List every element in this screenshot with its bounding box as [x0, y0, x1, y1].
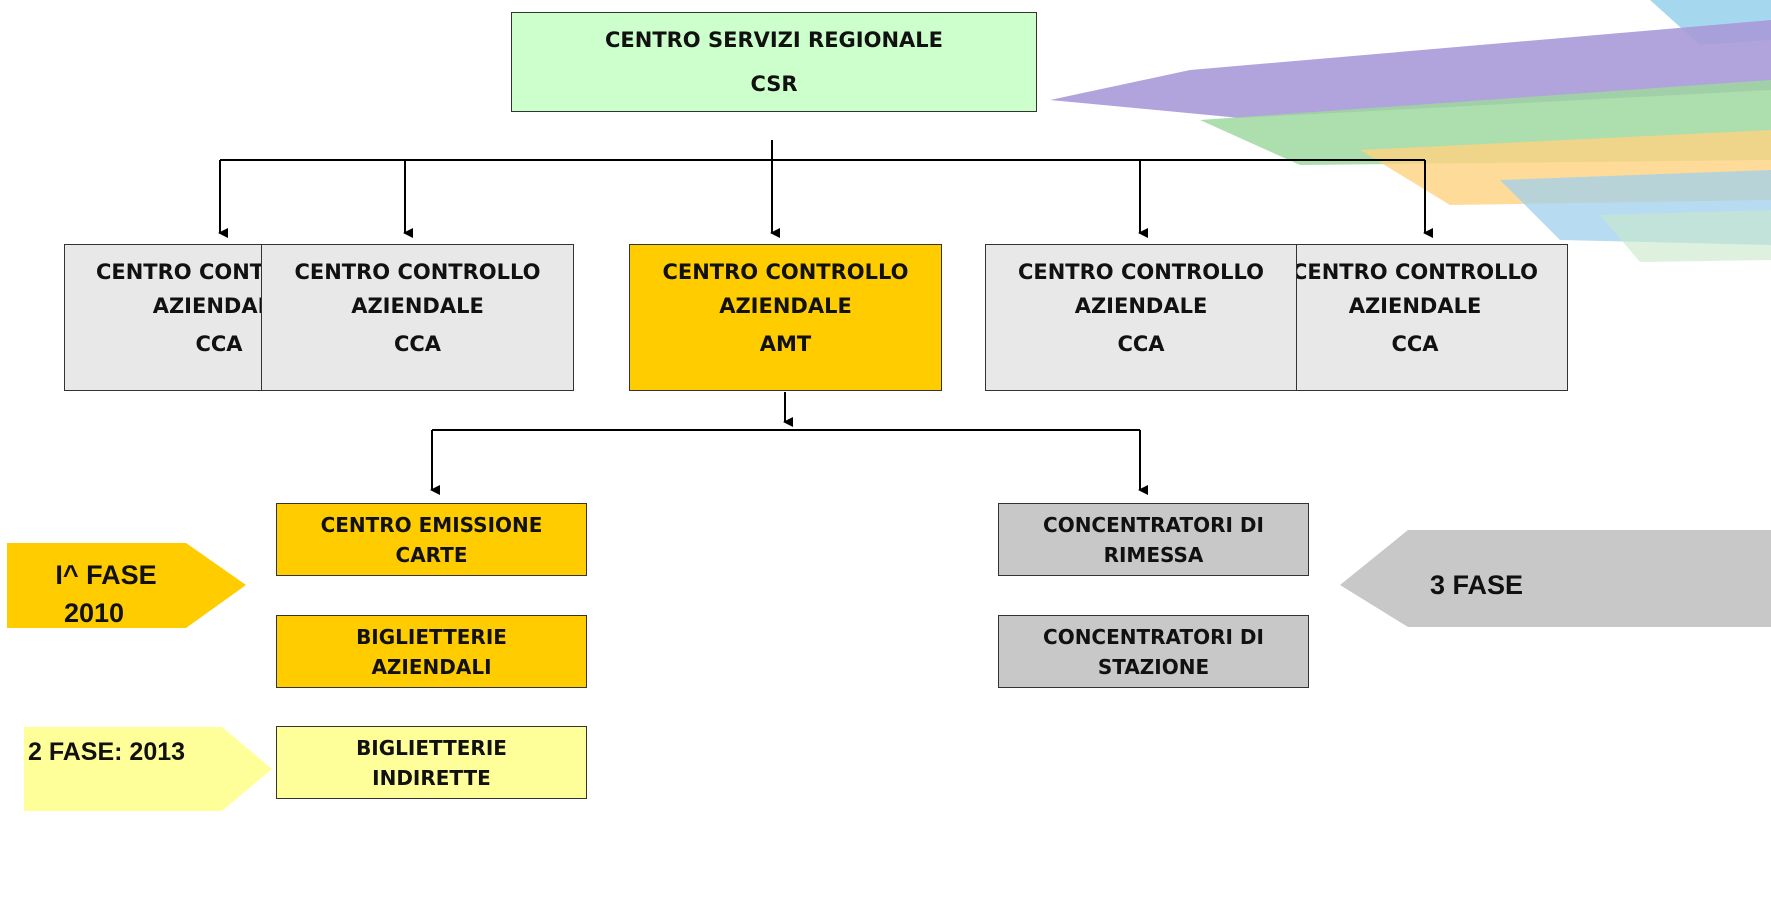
amt-code: AMT — [759, 332, 812, 356]
leaf-3-line2: INDIRETTE — [372, 766, 491, 790]
amt-line1: CENTRO CONTROLLO — [662, 260, 909, 284]
cca-2-line1: CENTRO CONTROLLO — [294, 260, 541, 284]
leaf-5-line1: CONCENTRATORI DI — [1043, 625, 1264, 649]
phase3-arrow-shape — [1340, 530, 1771, 627]
phase1-arrow-shape — [7, 543, 246, 628]
cca-5-code: CCA — [1391, 332, 1439, 356]
csr-title: CENTRO SERVIZI REGIONALE — [604, 28, 944, 52]
leaf-1-line1: CENTRO EMISSIONE — [320, 513, 543, 537]
cca-4-line1: CENTRO CONTROLLO — [1017, 260, 1265, 284]
biglietterie-indirette-box: BIGLIETTERIE INDIRETTE — [276, 726, 587, 799]
cca-4-code: CCA — [1117, 332, 1165, 356]
leaf-2-line2: AZIENDALI — [371, 655, 492, 679]
phase2-label: 2 FASE: 2013 — [28, 738, 186, 766]
csr-box: CENTRO SERVIZI REGIONALE CSR — [511, 12, 1037, 112]
centro-emissione-carte-box: CENTRO EMISSIONE CARTE — [276, 503, 587, 576]
cca-box-2: CENTRO CONTROLLO AZIENDALE CCA — [261, 244, 574, 391]
leaf-1-line2: CARTE — [395, 543, 468, 567]
phase3-label: 3 FASE — [1430, 570, 1524, 600]
cca-1-code: CCA — [195, 332, 243, 356]
leaf-5-line2: STAZIONE — [1097, 655, 1210, 679]
cca-box-4: CENTRO CONTROLLO AZIENDALE CCA — [985, 244, 1297, 391]
leaf-2-line1: BIGLIETTERIE — [356, 625, 507, 649]
phase1-label: I^ FASE 2010 — [36, 556, 176, 632]
cca-box-5: CENTRO CONTROLLO AZIENDALE CCA — [1262, 244, 1568, 391]
concentratori-rimessa-box: CONCENTRATORI DI RIMESSA — [998, 503, 1309, 576]
csr-code: CSR — [750, 72, 798, 96]
concentratori-stazione-box: CONCENTRATORI DI STAZIONE — [998, 615, 1309, 688]
leaf-4-line1: CONCENTRATORI DI — [1043, 513, 1264, 537]
phase1-line2: 2010 — [63, 598, 125, 628]
biglietterie-aziendali-box: BIGLIETTERIE AZIENDALI — [276, 615, 587, 688]
cca-5-line1: CENTRO CONTROLLO — [1291, 260, 1539, 284]
phase2-arrow-shape — [24, 727, 272, 811]
cca-2-code: CCA — [393, 332, 442, 356]
cca-5-line2: AZIENDALE — [1348, 294, 1482, 318]
amt-line2: AZIENDALE — [719, 294, 852, 318]
cca-2-line2: AZIENDALE — [351, 294, 484, 318]
phase1-line1: I^ FASE — [55, 560, 157, 590]
leaf-3-line1: BIGLIETTERIE — [356, 736, 507, 760]
cca-4-line2: AZIENDALE — [1074, 294, 1208, 318]
leaf-4-line2: RIMESSA — [1103, 543, 1204, 567]
cca-box-amt: CENTRO CONTROLLO AZIENDALE AMT — [629, 244, 942, 391]
